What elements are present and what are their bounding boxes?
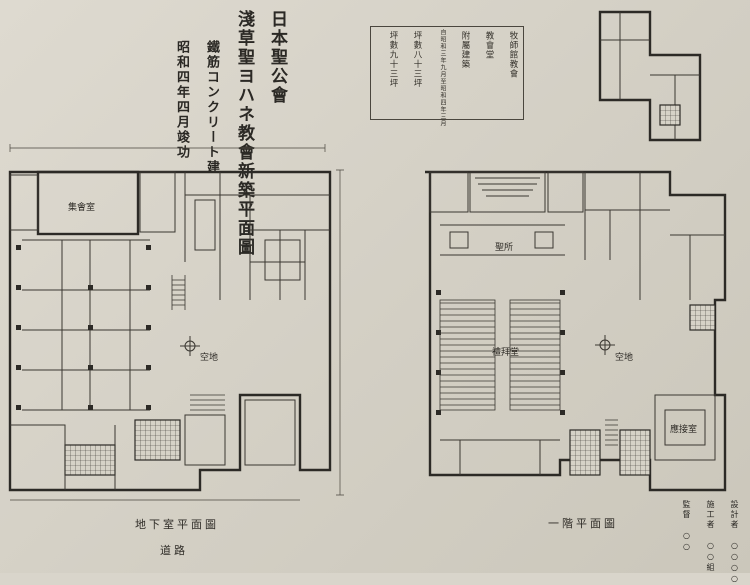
credit-line: 設計者 ○○○○ xyxy=(730,500,739,585)
info-row: 自昭和三年九月至昭和四年三月 xyxy=(439,29,446,127)
room-label: 聖所 xyxy=(495,243,514,253)
room-label: 空地 xyxy=(615,353,634,363)
street-label: 道路 xyxy=(160,544,188,557)
info-table: 牧師館教會 教會堂 附屬建築 自昭和三年九月至昭和四年三月 坪數八十三坪 坪數九… xyxy=(370,26,524,127)
info-row: 教會堂 xyxy=(484,31,494,60)
floor-plans xyxy=(8,10,727,501)
ground-floor-plan xyxy=(8,144,344,501)
room-label: 集會室 xyxy=(68,203,96,213)
info-row: 牧師館教會 xyxy=(508,31,518,79)
upper-floor-inset xyxy=(598,10,702,142)
plan-caption-ground: 地下室平面圖 xyxy=(135,518,219,531)
credit-line: 施工者 ○○組 xyxy=(706,500,715,573)
title-construction: 鐵筋コンクリート建 xyxy=(204,40,219,175)
room-label: 禮拜堂 xyxy=(492,348,520,358)
room-label: 應接室 xyxy=(670,425,698,435)
credit-line: 監督 ○○ xyxy=(682,500,691,553)
title-date: 昭和四年四月竣功 xyxy=(174,40,189,160)
info-row: 坪數八十三坪 xyxy=(412,31,422,88)
info-row: 坪數九十三坪 xyxy=(388,31,398,88)
first-floor-plan xyxy=(425,170,727,492)
plan-caption-first: 一階平面圖 xyxy=(548,517,618,530)
title-church-name: 日本聖公會 xyxy=(267,10,287,105)
room-label: 空地 xyxy=(200,353,219,363)
info-row: 附屬建築 xyxy=(460,31,470,69)
